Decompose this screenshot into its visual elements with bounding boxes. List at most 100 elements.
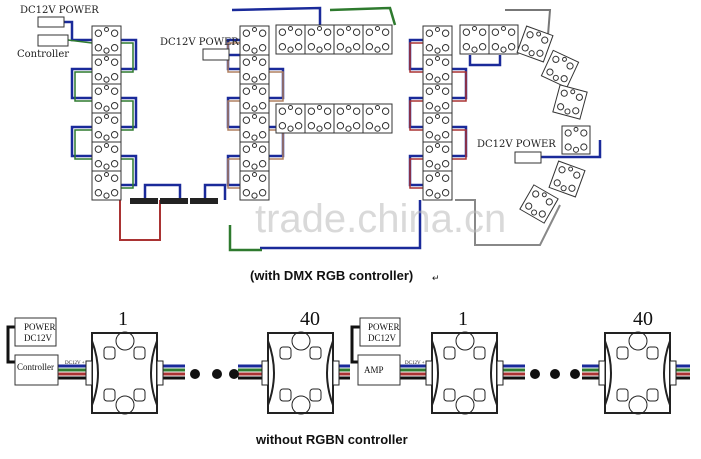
wire [409, 158, 423, 189]
wire [6, 325, 15, 364]
power-box-text: DC12V [24, 333, 53, 343]
bottom-caption: without RGBN controller [255, 432, 408, 447]
led-module [91, 141, 122, 172]
led-module [422, 54, 453, 85]
wire [70, 125, 92, 158]
wire [409, 42, 423, 73]
led-module [422, 170, 453, 201]
wire [408, 154, 423, 187]
led-module [459, 24, 490, 55]
module-edge [160, 198, 188, 204]
power-label-3: DC12V POWER [477, 139, 556, 150]
led-module [488, 24, 519, 55]
power-box-3 [514, 151, 542, 164]
wire [452, 129, 467, 160]
led-module [362, 103, 393, 134]
wire [408, 38, 423, 71]
wire [505, 9, 552, 36]
led-module [275, 103, 306, 134]
led-module [422, 112, 453, 143]
connector-label: DC12V + [405, 361, 425, 366]
bottom-power-box-2 [359, 317, 401, 347]
wire [455, 199, 561, 246]
wire [118, 42, 134, 73]
led-module [239, 112, 270, 143]
led-module [516, 25, 554, 63]
wire [64, 20, 92, 42]
led-module [91, 25, 122, 56]
wire [119, 200, 161, 241]
power-box-text: POWER [24, 322, 56, 332]
amp-box [357, 354, 401, 386]
watermark: trade.china.cn [255, 197, 506, 241]
led-module [239, 83, 270, 114]
wire [227, 158, 240, 189]
module-index-last: 40 [300, 308, 320, 330]
modules [85, 24, 677, 415]
power-label-1: DC12V POWER [20, 5, 99, 16]
module-edge [130, 198, 158, 204]
wire [226, 96, 240, 129]
wire [350, 325, 360, 364]
led-module [304, 103, 335, 134]
module-index-first: 1 [118, 308, 128, 330]
led-module [540, 49, 580, 89]
led-module-large [425, 331, 504, 415]
wire [541, 140, 602, 159]
wire [468, 55, 502, 67]
wire [408, 96, 423, 129]
controller-label: Controller [17, 49, 69, 60]
bottom-controller-box [14, 354, 59, 386]
led-module [91, 170, 122, 201]
led-module [362, 24, 393, 55]
led-module-large [261, 331, 340, 415]
wire [231, 6, 322, 25]
controller-box [37, 34, 69, 47]
wire [70, 67, 92, 100]
led-module [422, 25, 453, 56]
led-module [552, 84, 588, 120]
power-label-2: DC12V POWER [160, 37, 239, 48]
wire [228, 225, 262, 252]
ellipsis-dot [229, 369, 239, 379]
wire [143, 183, 182, 200]
led-module [239, 54, 270, 85]
ellipsis-dot [190, 369, 200, 379]
wire [226, 154, 240, 187]
power-box-text: DC12V [368, 333, 397, 343]
led-module [333, 24, 364, 55]
bottom-power-box-1 [14, 317, 57, 347]
led-module [239, 141, 270, 172]
led-module [275, 24, 306, 55]
wire [74, 71, 95, 102]
led-module-large [85, 331, 164, 415]
wire [409, 100, 423, 131]
wire [118, 100, 134, 131]
wire [118, 158, 134, 189]
led-module [333, 103, 364, 134]
led-module [561, 125, 591, 155]
led-module [239, 170, 270, 201]
connector-label: DC12V + [65, 361, 85, 366]
wire [269, 67, 285, 100]
module-index-last: 40 [633, 308, 653, 330]
wire [121, 154, 138, 187]
led-module [91, 54, 122, 85]
led-module-large [598, 331, 677, 415]
led-module [91, 112, 122, 143]
amp-box-text: AMP [364, 365, 384, 375]
led-module [239, 25, 270, 56]
ellipsis-dot [212, 369, 222, 379]
wire [121, 38, 138, 71]
ellipsis-dot [550, 369, 560, 379]
wire [203, 183, 227, 200]
wire [329, 6, 397, 26]
wire [269, 129, 284, 160]
ellipsis-dot [570, 369, 580, 379]
return-mark: ↵ [432, 273, 440, 283]
module-index-first: 1 [458, 308, 468, 330]
led-module [519, 184, 559, 224]
wire [260, 200, 422, 250]
